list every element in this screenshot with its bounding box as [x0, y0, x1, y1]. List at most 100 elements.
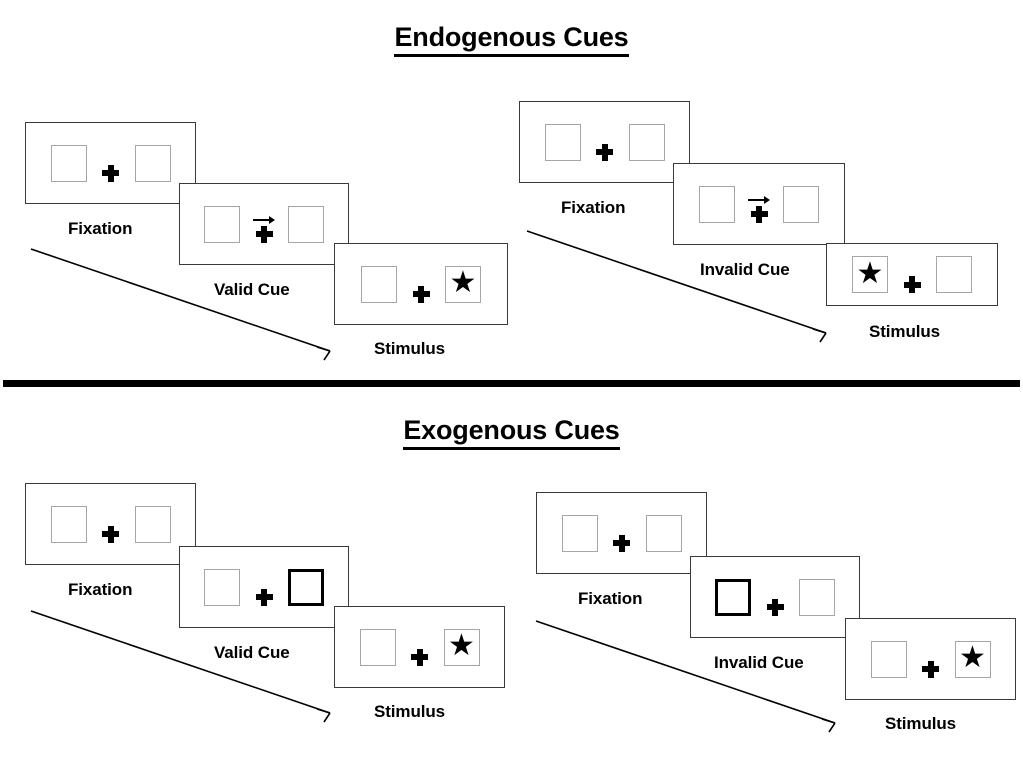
endogenous-valid-frame-stimulus: ★: [334, 243, 508, 325]
plus-cross-icon: [903, 276, 921, 293]
frame-content: [520, 102, 689, 182]
exogenous-invalid-time-arrow: [535, 620, 836, 733]
right-cue-box[interactable]: [799, 578, 835, 616]
frame-content: [674, 164, 844, 244]
center-column: [410, 266, 432, 303]
star-icon: ★: [449, 266, 477, 299]
box-row: [50, 505, 171, 543]
center-column: [100, 506, 122, 543]
box-row: [561, 514, 682, 552]
frame-content: [26, 484, 195, 564]
star-icon: ★: [856, 256, 884, 290]
exogenous-valid-caption-stimulus: Stimulus: [374, 702, 445, 721]
frame-content: [180, 547, 348, 627]
left-cue-box[interactable]: [561, 514, 598, 552]
frame-content: [691, 557, 859, 637]
section-divider: [3, 380, 1020, 387]
plus-cross-icon: [922, 660, 939, 678]
frame-content: ★: [335, 607, 504, 687]
endogenous-valid-caption-cue: Valid Cue: [214, 280, 290, 299]
plus-cross-icon: [750, 205, 768, 223]
plus-cross-icon: [102, 525, 119, 543]
left-cue-box[interactable]: [50, 144, 87, 182]
exogenous-invalid-caption-stimulus: Stimulus: [885, 714, 956, 733]
plus-cross-icon: [613, 534, 630, 552]
exogenous-invalid-frame-fixation: [536, 492, 707, 574]
exogenous-invalid-frame-stimulus: ★: [845, 618, 1016, 700]
box-row: [699, 185, 819, 223]
box-row: [50, 144, 171, 182]
arrow-right-icon: [748, 196, 770, 205]
frame-content: [26, 123, 195, 203]
plus-cross-icon: [255, 588, 273, 606]
endogenous-valid-frame-cue: [179, 183, 349, 265]
center-column: [901, 256, 923, 293]
left-cue-box[interactable]: [359, 628, 396, 666]
left-cue-box[interactable]: [50, 505, 87, 543]
center-column: [409, 629, 431, 666]
endogenous-invalid-frame-stimulus: ★: [826, 243, 998, 306]
endogenous-invalid-frame-fixation: [519, 101, 690, 183]
exogenous-valid-caption-cue: Valid Cue: [214, 643, 290, 662]
right-cue-box[interactable]: [783, 185, 819, 223]
center-column: [594, 124, 616, 161]
left-cue-box[interactable]: [204, 568, 240, 606]
exogenous-valid-frame-stimulus: ★: [334, 606, 505, 688]
right-cue-box[interactable]: [134, 144, 171, 182]
endogenous-valid-frame-fixation: [25, 122, 196, 204]
box-row: [204, 205, 324, 243]
center-column: [611, 515, 633, 552]
section-title-endogenous-text: Endogenous Cues: [394, 22, 629, 57]
right-cue-box[interactable]: ★: [443, 628, 480, 666]
left-cue-box[interactable]: [870, 640, 907, 678]
star-icon: ★: [959, 641, 986, 674]
box-row: ★: [870, 640, 991, 678]
center-column: [253, 206, 275, 243]
endogenous-invalid-frame-cue: [673, 163, 845, 245]
right-cue-box[interactable]: ★: [445, 265, 481, 303]
plus-cross-icon: [411, 648, 428, 666]
right-cue-box[interactable]: [936, 256, 972, 293]
endogenous-invalid-caption-fixation: Fixation: [561, 198, 626, 217]
endogenous-valid-caption-stimulus: Stimulus: [374, 339, 445, 358]
box-row: [715, 578, 835, 616]
left-cue-box[interactable]: ★: [852, 256, 888, 293]
exogenous-valid-frame-fixation: [25, 483, 196, 565]
left-cue-box[interactable]: [699, 185, 735, 223]
section-title-endogenous: Endogenous Cues: [0, 22, 1023, 57]
center-column: [920, 641, 942, 678]
frame-content: ★: [827, 244, 997, 305]
right-cue-box[interactable]: [628, 123, 665, 161]
box-row: [544, 123, 665, 161]
right-cue-box[interactable]: [288, 205, 324, 243]
right-cue-box-highlighted[interactable]: [288, 568, 324, 606]
frame-content: [180, 184, 348, 264]
center-column: [748, 186, 770, 223]
exogenous-valid-caption-fixation: Fixation: [68, 580, 133, 599]
box-row: [204, 568, 324, 606]
plus-cross-icon: [102, 164, 119, 182]
plus-cross-icon: [255, 225, 273, 243]
box-row: ★: [852, 256, 972, 293]
frame-content: ★: [335, 244, 507, 324]
right-cue-box[interactable]: ★: [954, 640, 991, 678]
left-cue-box[interactable]: [204, 205, 240, 243]
endogenous-invalid-time-arrow: [526, 230, 827, 343]
endogenous-invalid-caption-cue: Invalid Cue: [700, 260, 790, 279]
right-cue-box[interactable]: [645, 514, 682, 552]
plus-cross-icon: [596, 143, 613, 161]
exogenous-invalid-caption-fixation: Fixation: [578, 589, 643, 608]
endogenous-valid-caption-fixation: Fixation: [68, 219, 133, 238]
endogenous-invalid-caption-stimulus: Stimulus: [869, 322, 940, 341]
center-column: [100, 145, 122, 182]
right-cue-box[interactable]: [134, 505, 171, 543]
section-title-exogenous-text: Exogenous Cues: [403, 415, 620, 450]
left-cue-box-highlighted[interactable]: [715, 578, 751, 616]
frame-content: ★: [846, 619, 1015, 699]
left-cue-box[interactable]: [544, 123, 581, 161]
endogenous-valid-time-arrow: [30, 248, 331, 361]
exogenous-invalid-frame-cue: [690, 556, 860, 638]
left-cue-box[interactable]: [361, 265, 397, 303]
exogenous-valid-frame-cue: [179, 546, 349, 628]
center-column: [764, 579, 786, 616]
